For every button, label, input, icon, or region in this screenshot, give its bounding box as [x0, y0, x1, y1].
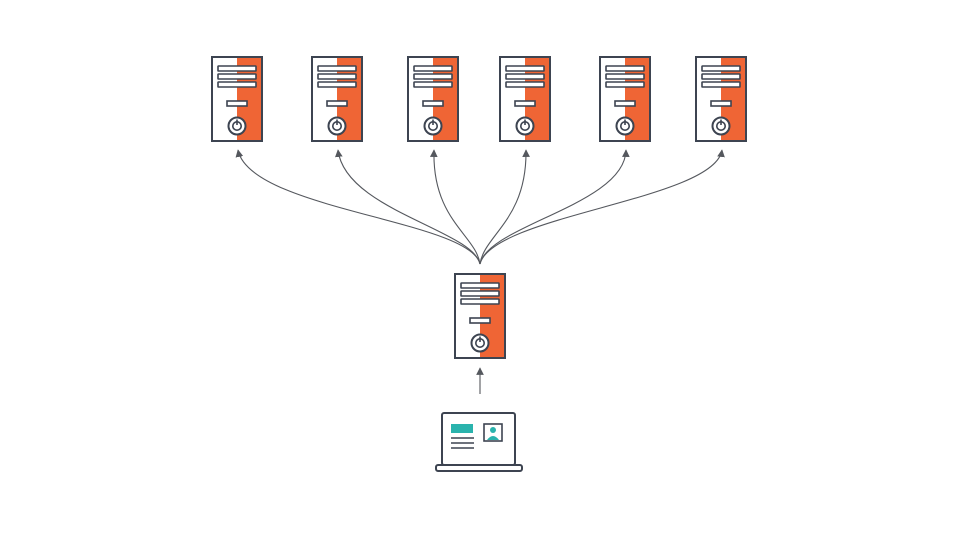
- server-icon: [211, 56, 263, 142]
- server-5: [599, 56, 651, 142]
- central-server: [454, 273, 506, 359]
- arrow-central-server-to-server-3: [429, 149, 481, 265]
- server-icon: [311, 56, 363, 142]
- arrow-central-server-to-server-1: [235, 149, 481, 265]
- server-icon: [599, 56, 651, 142]
- server-icon: [454, 273, 506, 359]
- laptop-icon: [435, 412, 523, 472]
- arrow-central-server-to-server-5: [479, 149, 630, 265]
- server-icon: [695, 56, 747, 142]
- server-1: [211, 56, 263, 142]
- client-laptop: [435, 412, 523, 472]
- server-icon: [407, 56, 459, 142]
- server-6: [695, 56, 747, 142]
- server-4: [499, 56, 551, 142]
- nodes-group: [211, 56, 747, 472]
- arrow-central-server-to-server-2: [334, 149, 481, 265]
- connectors-group: [235, 149, 725, 394]
- arrow-central-server-to-server-4: [479, 149, 530, 265]
- server-icon: [499, 56, 551, 142]
- arrow-central-server-to-server-6: [479, 149, 725, 265]
- server-2: [311, 56, 363, 142]
- server-3: [407, 56, 459, 142]
